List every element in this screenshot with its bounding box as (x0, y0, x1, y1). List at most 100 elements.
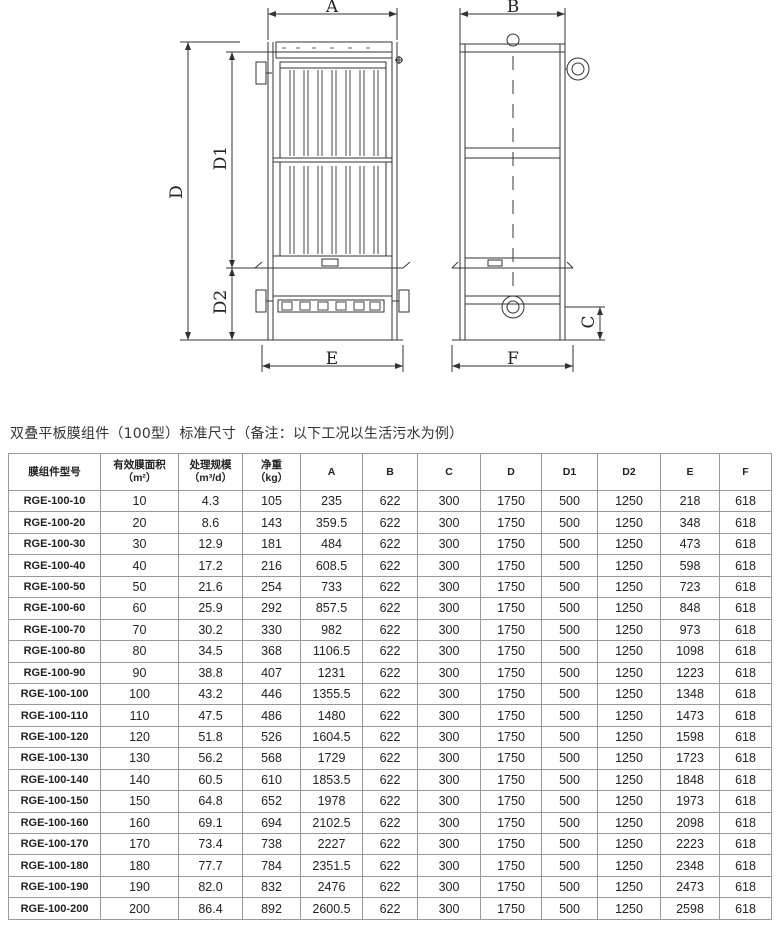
table-cell: 500 (541, 575, 598, 599)
table-cell: 500 (541, 597, 598, 620)
model-cell: RGE-100-200 (8, 897, 101, 920)
model-cell: RGE-100-180 (8, 854, 101, 877)
table-cell: 1750 (480, 875, 542, 899)
table-cell: 622 (362, 640, 418, 663)
table-cell: 17.2 (178, 554, 243, 577)
table-cell: 1473 (660, 704, 720, 727)
column-header-label: F (742, 465, 749, 478)
table-cell: 1250 (597, 511, 661, 534)
model-cell: RGE-100-150 (8, 790, 101, 813)
table-cell: 300 (417, 768, 481, 792)
table-cell: 622 (362, 554, 418, 577)
table-cell: 300 (417, 875, 481, 899)
table-cell: 300 (417, 747, 481, 770)
table-cell: 1750 (480, 811, 542, 835)
table-cell: 1750 (480, 640, 542, 663)
table-cell: 300 (417, 682, 481, 706)
table-cell: 64.8 (178, 790, 243, 813)
table-cell: 694 (242, 811, 301, 835)
model-cell: RGE-100-190 (8, 875, 101, 899)
table-cell: 473 (660, 532, 720, 556)
table-cell: 618 (719, 897, 772, 920)
table-cell: 568 (242, 747, 301, 770)
column-header-label: D1 (562, 465, 577, 478)
table-cell: 1250 (597, 897, 661, 920)
table-cell: 622 (362, 811, 418, 835)
table-cell: 618 (719, 532, 772, 556)
table-cell: 610 (242, 768, 301, 792)
table-cell: 608.5 (300, 554, 363, 577)
table-cell: 407 (242, 661, 301, 684)
table-cell: 622 (362, 597, 418, 620)
table-cell: 1750 (480, 597, 542, 620)
table-cell: 1598 (660, 725, 720, 749)
table-cell: 618 (719, 811, 772, 835)
table-cell: 2098 (660, 811, 720, 835)
table-cell: 2473 (660, 875, 720, 899)
table-cell: 120 (100, 725, 179, 749)
table-cell: 526 (242, 725, 301, 749)
table-cell: 500 (541, 704, 598, 727)
table-cell: 446 (242, 682, 301, 706)
table-cell: 4.3 (178, 489, 243, 513)
table-cell: 622 (362, 618, 418, 642)
table-cell: 1250 (597, 790, 661, 813)
table-cell: 622 (362, 725, 418, 749)
table-cell: 618 (719, 554, 772, 577)
table-cell: 348 (660, 511, 720, 534)
table-cell: 300 (417, 897, 481, 920)
model-cell: RGE-100-100 (8, 682, 101, 706)
column-header: 膜组件型号 (8, 453, 101, 491)
column-header: C (417, 453, 481, 491)
table-cell: 8.6 (178, 511, 243, 534)
table-cell: 160 (100, 811, 179, 835)
table-cell: 1750 (480, 661, 542, 684)
table-cell: 1355.5 (300, 682, 363, 706)
table-cell: 1250 (597, 704, 661, 727)
table-cell: 51.8 (178, 725, 243, 749)
column-header: 净重（kg） (242, 453, 301, 491)
table-cell: 1250 (597, 618, 661, 642)
table-cell: 1223 (660, 661, 720, 684)
table-cell: 38.8 (178, 661, 243, 684)
table-cell: 618 (719, 832, 772, 856)
model-cell: RGE-100-20 (8, 511, 101, 534)
table-cell: 500 (541, 768, 598, 792)
table-cell: 20 (100, 511, 179, 534)
column-header-label: 有效膜面积 (113, 459, 166, 471)
table-cell: 622 (362, 854, 418, 877)
table-cell: 82.0 (178, 875, 243, 899)
front-view (180, 8, 411, 372)
table-cell: 618 (719, 725, 772, 749)
column-header-label: C (445, 465, 453, 478)
table-cell: 300 (417, 854, 481, 877)
table-cell: 500 (541, 489, 598, 513)
column-header: A (300, 453, 363, 491)
table-cell: 622 (362, 682, 418, 706)
table-cell: 170 (100, 832, 179, 856)
model-cell: RGE-100-120 (8, 725, 101, 749)
table-cell: 300 (417, 725, 481, 749)
table-cell: 618 (719, 682, 772, 706)
column-header: F (719, 453, 772, 491)
column-header-label: 净重 (261, 459, 282, 471)
table-cell: 300 (417, 532, 481, 556)
table-cell: 500 (541, 661, 598, 684)
table-cell: 500 (541, 790, 598, 813)
table-cell: 1250 (597, 747, 661, 770)
column-header-label: D (507, 465, 515, 478)
table-cell: 50 (100, 575, 179, 599)
table-cell: 1250 (597, 532, 661, 556)
dim-label-d1: D1 (211, 146, 231, 170)
dim-label-e: E (326, 349, 338, 369)
table-cell: 86.4 (178, 897, 243, 920)
